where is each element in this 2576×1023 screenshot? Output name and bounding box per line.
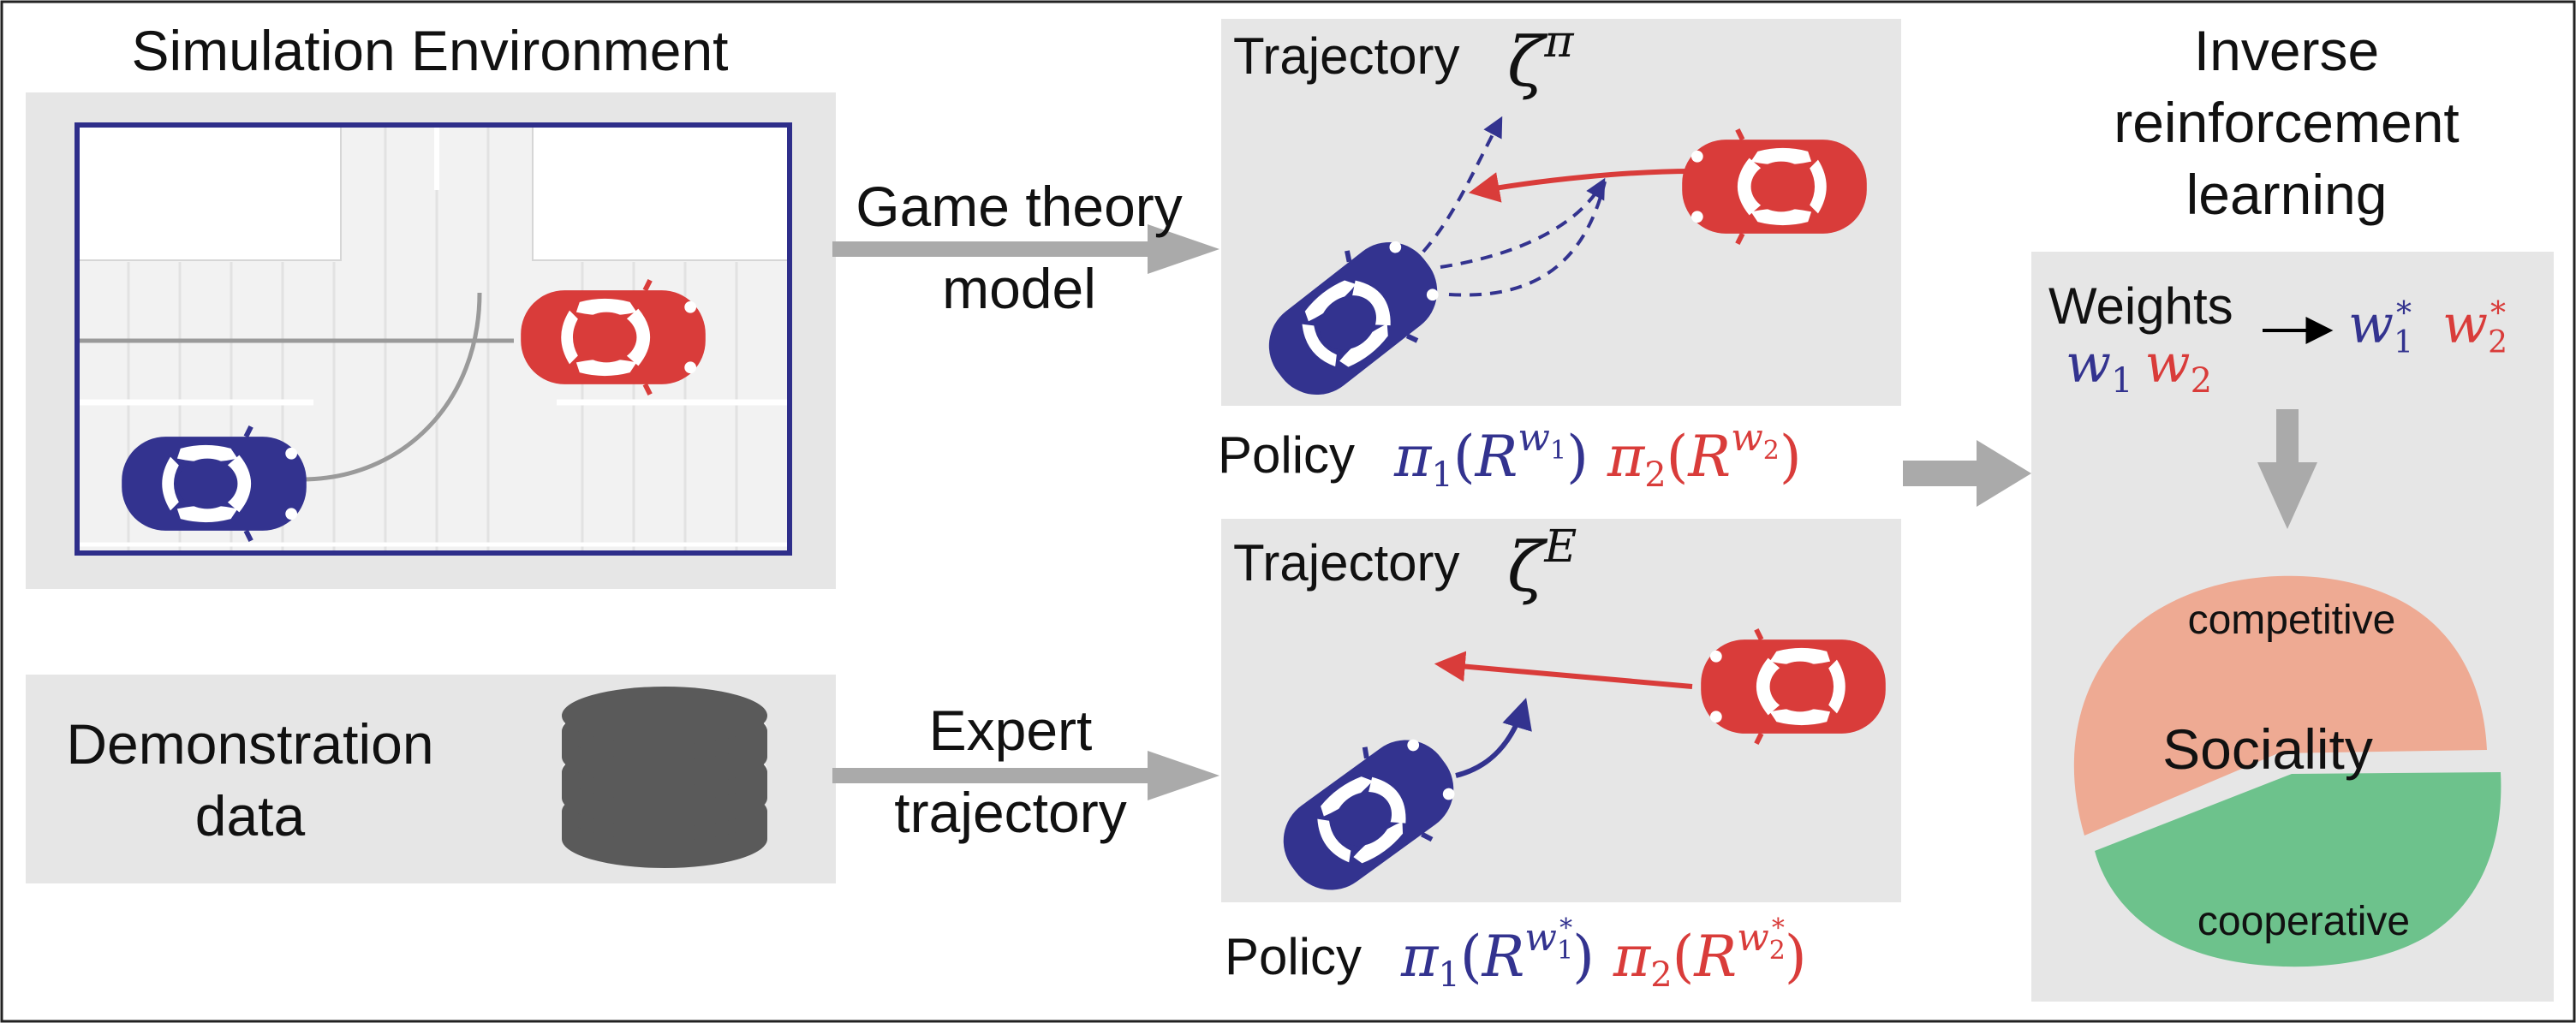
policy-pi-formula: π1(Rw1)π2(Rw2) [1393, 416, 1802, 495]
weights-label: Weights [2048, 277, 2233, 335]
competitive-slice [2073, 575, 2487, 836]
trajectory-e-symbol: ζE [1507, 521, 1577, 607]
cooperative-label: cooperative [2197, 899, 2410, 944]
irl-title-line2: reinforcement [2114, 91, 2460, 154]
weights-optimal: w1*w2* [2348, 293, 2507, 360]
simulation-title: Simulation Environment [132, 19, 729, 82]
game-theory-label-line1: Game theory [856, 175, 1183, 238]
policy-e-label: Policy [1225, 928, 1362, 985]
expert-label-line1: Expert [929, 699, 1093, 762]
simulation-scene [75, 122, 792, 556]
cooperative-slice [2095, 772, 2501, 967]
arrow-to-sociality [2257, 409, 2317, 529]
database-icon [562, 687, 767, 868]
sociality-label: Sociality [2162, 717, 2373, 781]
trajectory-e-scene [1261, 629, 1886, 915]
sociality-chart [2073, 575, 2501, 967]
arrow-to-irl [1903, 440, 2031, 507]
arrow-game-theory [832, 224, 1219, 274]
demonstration-line2: data [195, 784, 306, 848]
game-theory-label-line2: model [942, 257, 1096, 320]
irl-title-line1: Inverse [2194, 19, 2379, 82]
policy-e-formula: π1(Rw1*)π2(Rw2*) [1400, 913, 1807, 995]
trajectory-e-label: Trajectory [1233, 534, 1460, 592]
policy-pi-label: Policy [1218, 426, 1355, 484]
competitive-label: competitive [2188, 598, 2396, 643]
trajectory-pi-label: Trajectory [1233, 27, 1460, 85]
expert-label-line2: trajectory [894, 781, 1126, 844]
trajectory-pi-symbol: ζπ [1507, 16, 1574, 102]
arrow-expert-trajectory [832, 751, 1219, 800]
trajectory-pi-scene [1245, 116, 1867, 420]
demonstration-line1: Demonstration [66, 712, 433, 776]
irl-title-line3: learning [2186, 163, 2388, 226]
